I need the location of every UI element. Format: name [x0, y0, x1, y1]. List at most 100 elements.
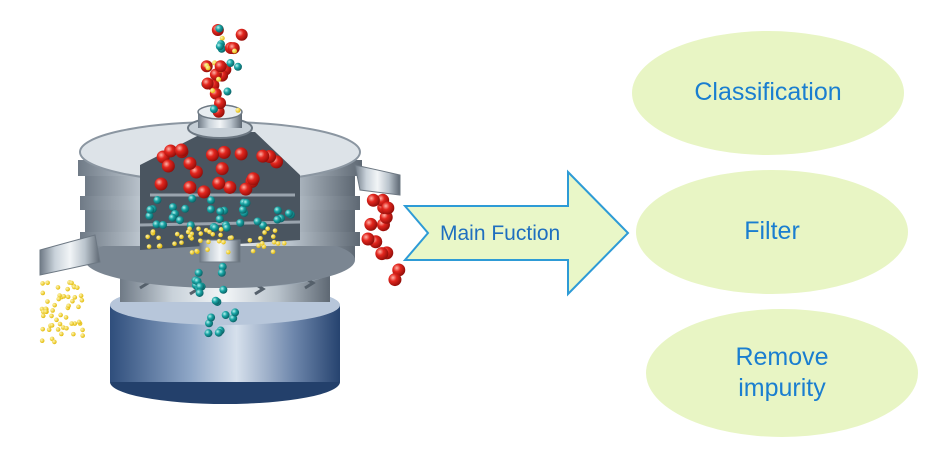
yellow-particle: [259, 241, 265, 246]
teal-particle: [194, 268, 203, 277]
teal-particle: [209, 105, 218, 114]
yellow-particle: [218, 232, 223, 238]
teal-particle: [233, 62, 242, 71]
yellow-particle: [40, 326, 46, 332]
yellow-particle: [205, 65, 211, 71]
yellow-particle: [174, 231, 180, 237]
yellow-particle: [39, 338, 45, 344]
yellow-particle: [64, 325, 69, 331]
yellow-particle: [52, 339, 57, 345]
red-particle: [212, 176, 226, 190]
yellow-particle: [54, 317, 59, 323]
teal-particle: [219, 285, 228, 294]
function-label: Classification: [694, 78, 842, 107]
yellow-particle: [198, 231, 204, 236]
teal-particle: [217, 268, 226, 277]
red-particle: [246, 172, 260, 186]
yellow-particle: [229, 235, 234, 240]
yellow-particle: [59, 331, 64, 337]
yellow-particle: [272, 228, 278, 233]
yellow-particle: [57, 321, 63, 327]
teal-particle: [211, 296, 220, 305]
teal-particle: [214, 328, 223, 337]
yellow-particle: [258, 236, 263, 241]
red-particle: [174, 143, 188, 157]
teal-particle: [236, 218, 245, 227]
yellow-particle: [219, 35, 225, 41]
red-particle: [214, 97, 227, 110]
red-particle: [215, 162, 229, 176]
teal-particle: [188, 194, 197, 203]
yellow-particle: [58, 312, 63, 318]
red-particle: [223, 180, 237, 194]
yellow-particle: [50, 308, 55, 313]
yellow-particle: [265, 226, 270, 232]
yellow-particle: [210, 231, 216, 237]
yellow-particle: [75, 285, 80, 290]
yellow-particle: [80, 333, 85, 338]
yellow-particle: [55, 285, 61, 290]
yellow-particle: [78, 293, 84, 299]
teal-particle: [195, 288, 204, 297]
yellow-particle: [206, 239, 211, 245]
yellow-particle: [70, 298, 75, 304]
yellow-particle: [52, 302, 57, 308]
yellow-particle: [57, 293, 62, 298]
material-particles: [39, 24, 406, 345]
yellow-particle: [49, 323, 55, 328]
teal-particle: [145, 212, 154, 221]
red-particle: [375, 247, 389, 261]
yellow-particle: [71, 331, 76, 337]
yellow-particle: [262, 230, 267, 235]
teal-particle: [215, 24, 224, 33]
function-label: Remove impurity: [735, 342, 829, 402]
teal-particle: [181, 204, 190, 213]
yellow-particle: [65, 294, 71, 300]
teal-particle: [284, 209, 293, 218]
yellow-particle: [76, 319, 82, 325]
yellow-particle: [61, 294, 67, 299]
yellow-particle: [63, 315, 69, 320]
red-particle: [197, 185, 211, 199]
teal-particle: [259, 221, 268, 230]
yellow-particle: [275, 241, 281, 246]
teal-particle: [221, 311, 230, 320]
yellow-particle: [221, 239, 226, 245]
yellow-particle: [235, 107, 241, 113]
yellow-particle: [46, 327, 52, 333]
teal-particle: [273, 215, 282, 224]
teal-particle: [206, 205, 215, 214]
teal-particle: [215, 215, 224, 224]
yellow-particle: [216, 238, 222, 244]
function-label: Filter: [744, 217, 800, 246]
function-oval-classification: Classification: [632, 31, 904, 155]
yellow-particle: [232, 48, 238, 54]
red-particle: [214, 60, 227, 73]
teal-particle: [231, 308, 240, 317]
yellow-particle: [187, 234, 193, 239]
teal-particle: [216, 207, 225, 216]
teal-particle: [152, 220, 161, 229]
teal-particle: [159, 220, 168, 229]
yellow-particle: [218, 227, 224, 232]
yellow-particle: [198, 238, 203, 244]
teal-particle: [146, 205, 155, 214]
yellow-particle: [45, 280, 50, 286]
red-particle: [217, 145, 231, 159]
red-particle: [361, 232, 375, 246]
red-particle: [388, 273, 402, 287]
teal-particle: [223, 87, 232, 96]
teal-particle: [238, 205, 247, 214]
yellow-particle: [225, 249, 231, 255]
teal-particle: [218, 262, 227, 271]
red-particle: [239, 182, 253, 196]
teal-particle: [273, 206, 282, 215]
yellow-particle: [156, 235, 161, 241]
yellow-particle: [72, 295, 78, 300]
yellow-particle: [172, 241, 177, 246]
function-oval-remove-impurity: Remove impurity: [646, 309, 918, 437]
teal-particle: [207, 196, 216, 205]
yellow-particle: [69, 321, 74, 326]
yellow-particle: [205, 247, 210, 252]
yellow-particle: [194, 248, 199, 254]
